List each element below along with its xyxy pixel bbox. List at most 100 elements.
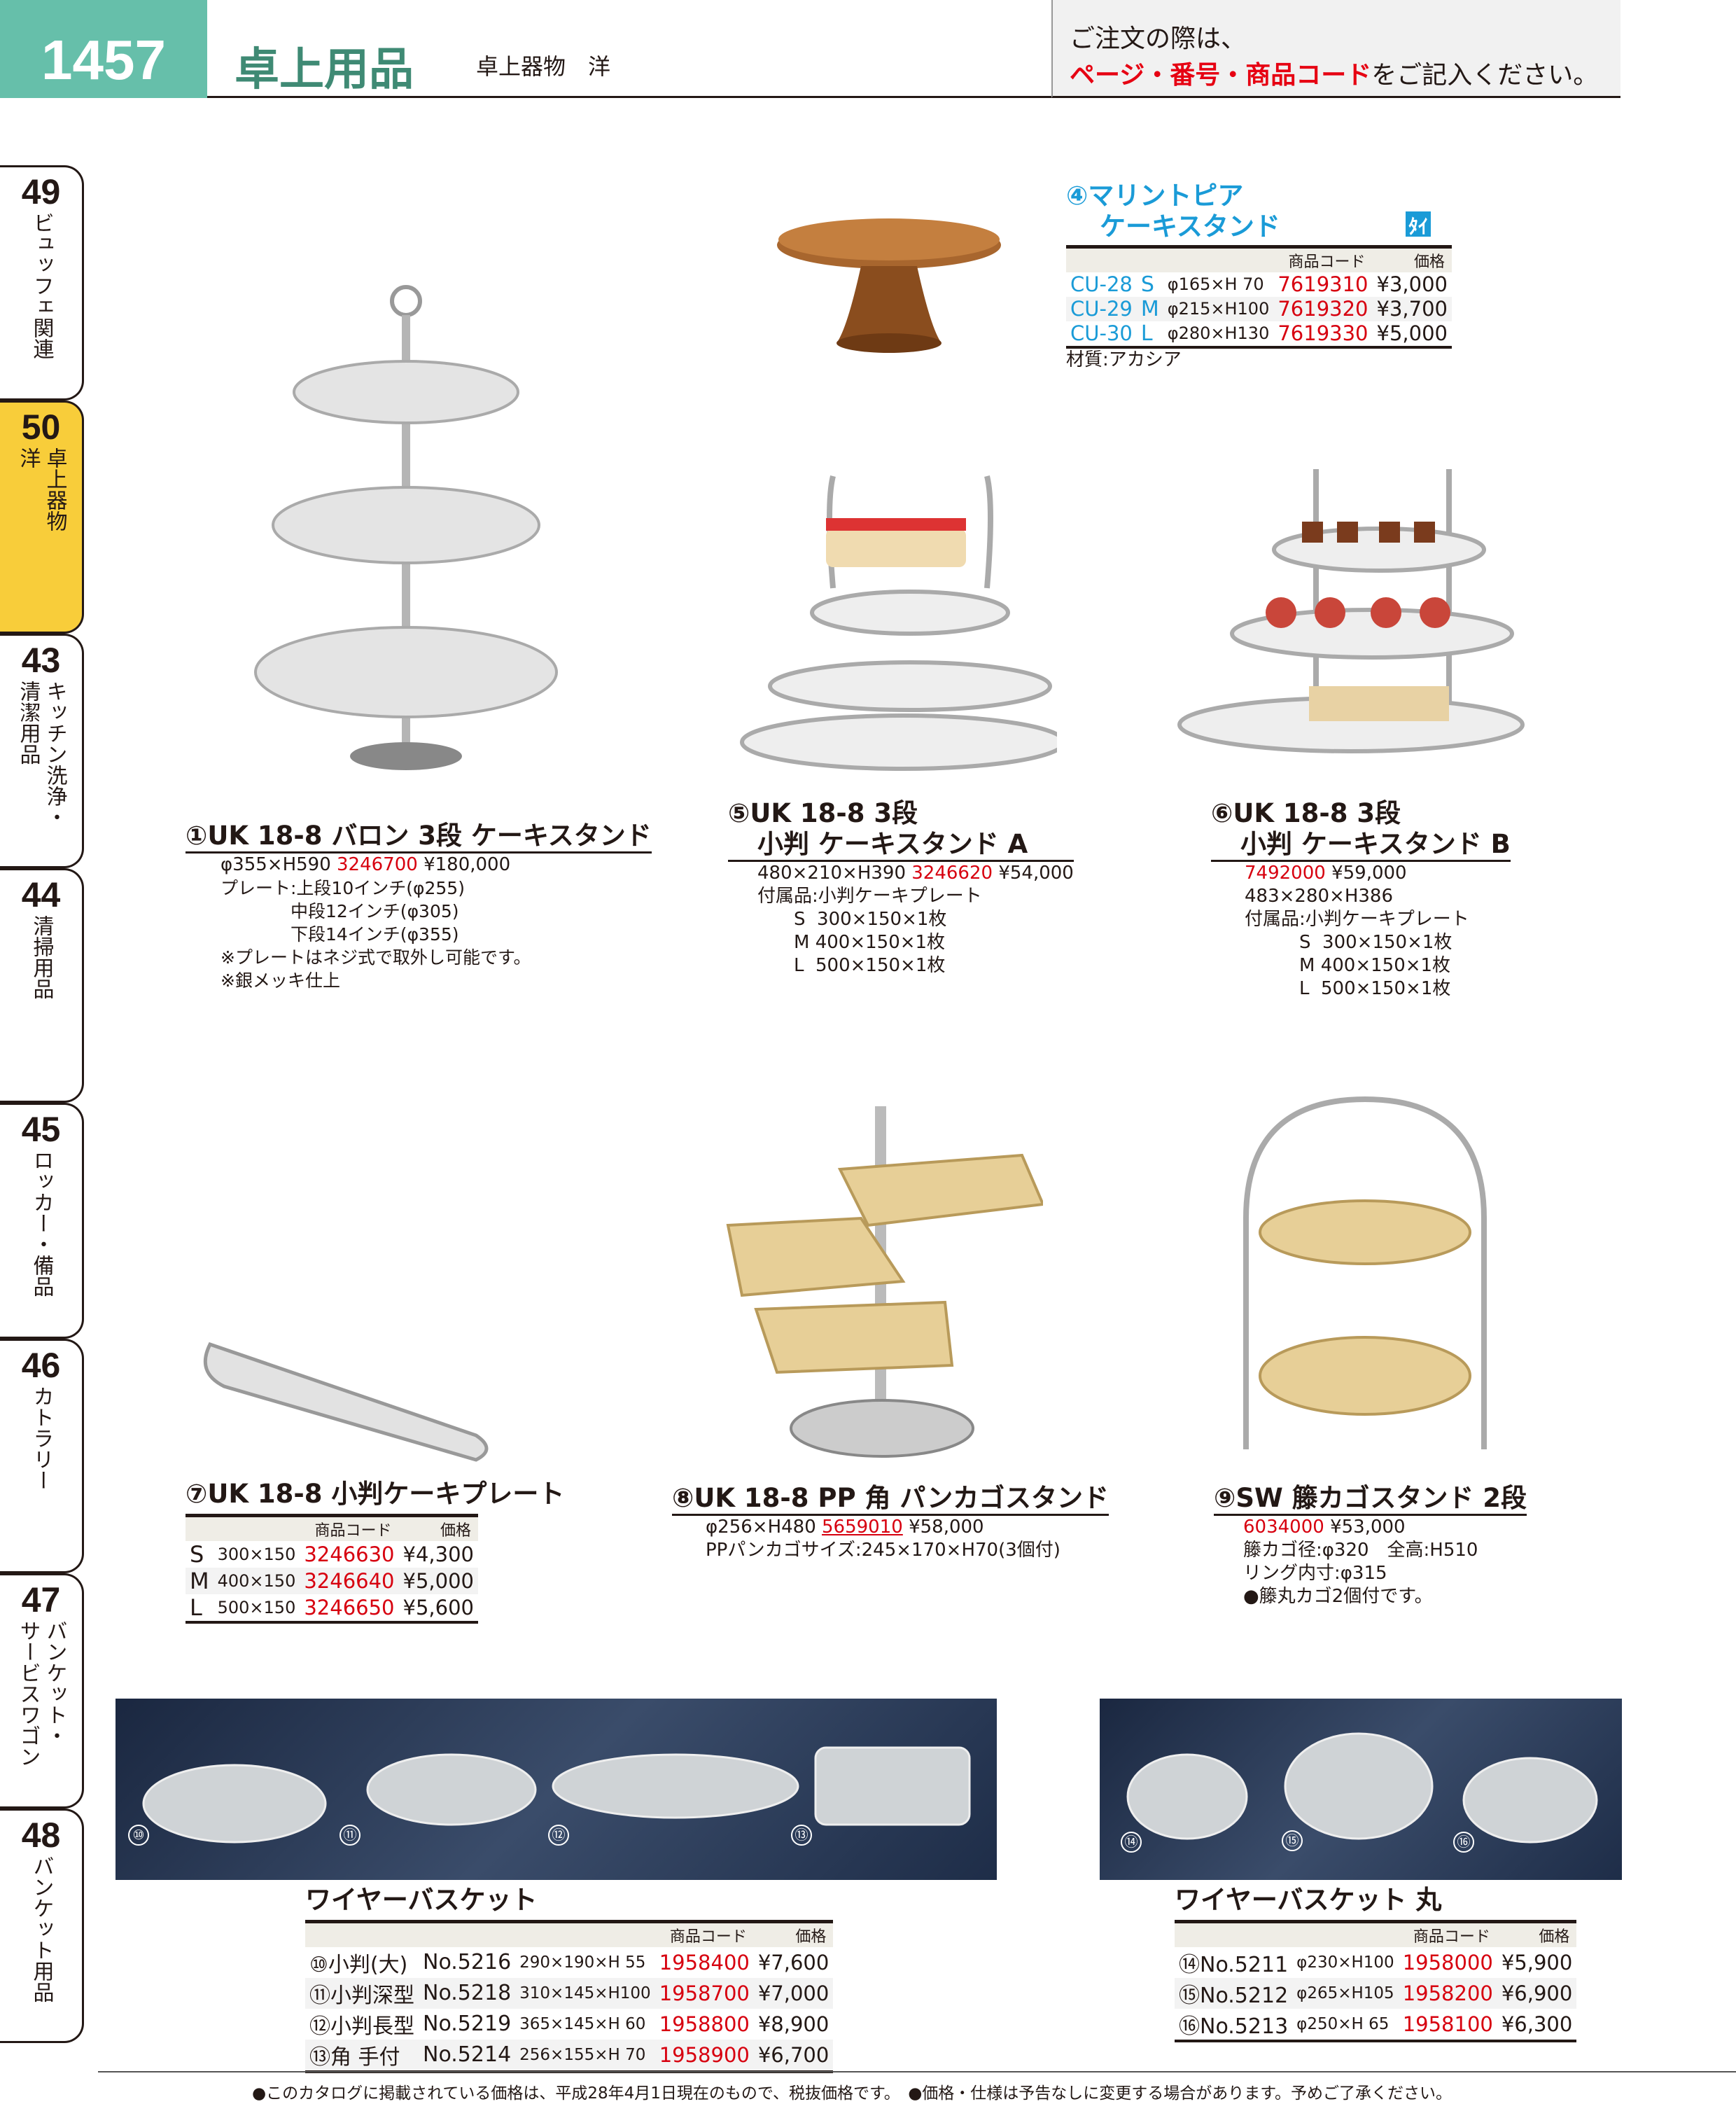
cell-price: ¥5,000	[1376, 321, 1448, 345]
cell-price: ¥3,700	[1372, 296, 1452, 321]
label-16: ⑯	[1453, 1832, 1474, 1853]
tab-number: 43	[21, 641, 61, 680]
cell-dim: φ250×H 65	[1296, 2014, 1390, 2033]
wire-basket-title: ワイヤーバスケット	[305, 1885, 538, 1915]
cell-size: M	[1136, 296, 1163, 321]
label-14: ⑭	[1121, 1832, 1142, 1853]
tab-number: 46	[21, 1346, 61, 1385]
cell-code: 7619310	[1278, 272, 1368, 296]
cell-code: 1958700	[654, 1977, 754, 2009]
spec-line: L 500×150×1枚	[1245, 978, 1451, 999]
product-9: ⑨SW 籐カゴスタンド 2段 6034000 ¥53,000 籐カゴ径:φ320…	[1214, 1483, 1527, 1608]
cell-name: ⑪小判深型	[305, 1977, 419, 2009]
dimensions: φ256×H480	[706, 1517, 816, 1538]
pp-bread-basket-stand-image	[726, 1106, 1043, 1458]
product-5-specs: 480×210×H390 3246620 ¥54,000 付属品:小判ケーキプレ…	[728, 862, 1074, 977]
oval-cake-plate-image	[203, 1342, 489, 1462]
cell-dim: 300×150	[217, 1544, 296, 1564]
cell-code: 1958100	[1402, 2012, 1493, 2036]
cell-size: L	[190, 1594, 202, 1621]
cell-price: ¥6,900	[1497, 1977, 1577, 2009]
label-12: ⑫	[548, 1825, 569, 1846]
product-4-material: 材質:アカシア	[1066, 349, 1182, 370]
tab-label: 清掃用品	[29, 915, 54, 999]
cell-size: S	[190, 1540, 204, 1568]
page-subtitle: 卓上器物 洋	[476, 53, 611, 80]
product-1-title: ①UK 18-8 バロン 3段 ケーキスタンド	[186, 821, 652, 854]
basket-size: PPパンカゴサイズ:245×170×H70(3個付)	[706, 1540, 1060, 1561]
spec-line: ●籐丸カゴ2個付です。	[1243, 1586, 1433, 1607]
tab-label: キッチン洗浄・	[42, 681, 67, 828]
cell-price: ¥6,700	[753, 2039, 834, 2072]
cell-dim: 256×155×H 70	[515, 2039, 655, 2072]
spec-line: S 300×150×1枚	[1245, 932, 1452, 953]
header-price: 価格	[1372, 246, 1452, 272]
cell-code: 1958400	[659, 1950, 750, 1974]
cell-size: M	[186, 1567, 214, 1594]
label-10: ⑩	[128, 1825, 149, 1846]
product-code: 7492000	[1245, 863, 1326, 884]
cell-name: ⑩小判(大)	[309, 1952, 408, 1977]
label-15: ⑮	[1282, 1830, 1303, 1851]
header-price: 価格	[1497, 1921, 1577, 1947]
cell-model: CU-29	[1066, 296, 1137, 321]
header-code: 商品コード	[305, 1921, 754, 1947]
spec-lines: 付属品:小判ケーキプレート S 300×150×1枚 M 400×150×1枚 …	[757, 885, 1074, 977]
cell-dim: 365×145×H 60	[519, 2014, 646, 2033]
product-8: ⑧UK 18-8 PP 角 パンカゴスタンド φ256×H480 5659010…	[672, 1483, 1109, 1562]
tab-labels: ビュッフェ関連	[29, 212, 54, 359]
tab-label: 卓上器物	[42, 447, 67, 531]
spec-lines: プレート:上段10インチ(φ255) 中段12インチ(φ305) 下段14インチ…	[220, 877, 652, 992]
product-5-title-line1: ⑤UK 18-8 3段	[728, 798, 918, 828]
cell-price: ¥7,000	[753, 1977, 834, 2009]
tab-number: 50	[21, 407, 61, 447]
header-code: 商品コード	[1066, 246, 1373, 272]
spec-line: ※プレートはネジ式で取外し可能です。	[220, 947, 531, 968]
cell-price: ¥7,600	[757, 1950, 830, 1974]
cell-model: CU-28	[1070, 272, 1133, 296]
price: ¥53,000	[1330, 1517, 1406, 1538]
cell-code: 1958000	[1402, 1950, 1493, 1974]
header-price: 価格	[398, 1515, 478, 1541]
cell-dim: 500×150	[217, 1597, 296, 1617]
round-wire-baskets-image	[1126, 1732, 1598, 1844]
tab-label: サービスワゴン	[15, 1620, 41, 1767]
tab-label: バンケット・	[42, 1620, 67, 1746]
tab-labels: キッチン洗浄・清潔用品	[16, 681, 67, 828]
label-13: ⑬	[791, 1825, 812, 1846]
tab-labels: 清掃用品	[29, 915, 54, 999]
spec-line: L 500×150×1枚	[757, 955, 946, 976]
spec-line: 下段14インチ(φ355)	[220, 924, 459, 945]
wire-baskets-image	[142, 1746, 971, 1844]
tab-label: ビュッフェ関連	[29, 212, 54, 359]
notice-highlight: ページ・番号・商品コード	[1070, 61, 1372, 90]
cell-dim: 310×145×H100	[515, 1977, 655, 2009]
price: ¥54,000	[998, 863, 1074, 884]
cell-dim: 400×150	[213, 1567, 300, 1594]
oval-stand-b-image	[1177, 469, 1525, 753]
product-1: ①UK 18-8 バロン 3段 ケーキスタンド φ355×H590 324670…	[186, 821, 652, 992]
product-5-title-line2: 小判 ケーキスタンド A	[728, 829, 1074, 862]
tab-labels: バンケット用品	[29, 1855, 54, 2002]
product-8-title: ⑧UK 18-8 PP 角 パンカゴスタンド	[672, 1483, 1109, 1516]
header-code: 商品コード	[1175, 1921, 1497, 1947]
product-8-price-line: φ256×H480 5659010 ¥58,000	[706, 1516, 1109, 1539]
cell-no: No.5214	[419, 2039, 516, 2072]
round-wire-basket-photo: ⑭ ⑮ ⑯	[1100, 1699, 1622, 1880]
spec-line: 籐カゴ径:φ320 全高:H510	[1243, 1540, 1478, 1561]
price: ¥58,000	[909, 1517, 984, 1538]
